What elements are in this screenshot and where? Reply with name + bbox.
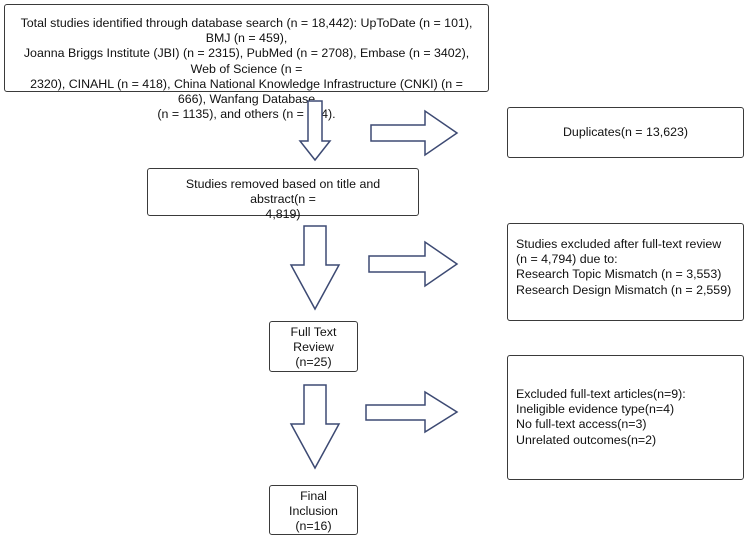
identified-line-4: (n = 1135), and others (n = 404). [157,107,336,122]
final-inclusion-line-1: Final [300,489,327,503]
fulltext-excluded-line-3: Research Topic Mismatch (n = 3,553) [516,267,722,282]
right-arrow-3 [365,390,459,434]
down-arrow-3 [289,384,341,470]
title-abstract-line-1: Studies removed based on title and abstr… [185,177,381,207]
fulltext-excluded-box: Studies excluded after full-text review … [507,223,744,321]
final-inclusion-box: Final Inclusion (n=16) [269,485,358,535]
duplicates-box: Duplicates(n = 13,623) [507,107,744,158]
right-arrow-2 [368,240,459,288]
excluded-articles-line-3: No full-text access(n=3) [516,417,647,432]
fulltext-review-line-3: (n=25) [295,355,332,370]
fulltext-excluded-line-2: (n = 4,794) due to: [516,252,618,267]
final-inclusion-line-2: Inclusion [289,504,338,519]
identified-line-1: Total studies identified through databas… [20,16,473,46]
fulltext-review-line-2: Review [293,340,334,355]
down-arrow-2 [289,225,341,311]
excluded-articles-line-4: Unrelated outcomes(n=2) [516,432,657,447]
fulltext-excluded-line-4: Research Design Mismatch (n = 2,559) [516,282,732,297]
identified-line-2: Joanna Briggs Institute (JBI) (n = 2315)… [23,46,470,76]
down-arrow-1 [298,100,332,162]
excluded-articles-box: Excluded full-text articles(n=9): Inelig… [507,355,744,480]
title-abstract-box: Studies removed based on title and abstr… [147,168,419,221]
fulltext-review-box: Full Text Review (n=25) [269,321,358,372]
title-abstract-line-2: 4,819) [265,207,301,222]
fulltext-review-line-1: Full Text [290,325,337,339]
fulltext-excluded-line-1: Studies excluded after full-text review [516,237,722,251]
right-arrow-1 [370,109,459,157]
excluded-articles-line-2: Ineligible evidence type(n=4) [516,402,675,417]
identified-line-3: 2320), CINAHL (n = 418), China National … [30,76,463,107]
duplicates-line-1: Duplicates(n = 13,623) [562,124,688,139]
identified-studies-box: Total studies identified through databas… [4,4,489,121]
final-inclusion-line-3: (n=16) [295,519,332,534]
excluded-articles-line-1: Excluded full-text articles(n=9): [516,387,686,401]
